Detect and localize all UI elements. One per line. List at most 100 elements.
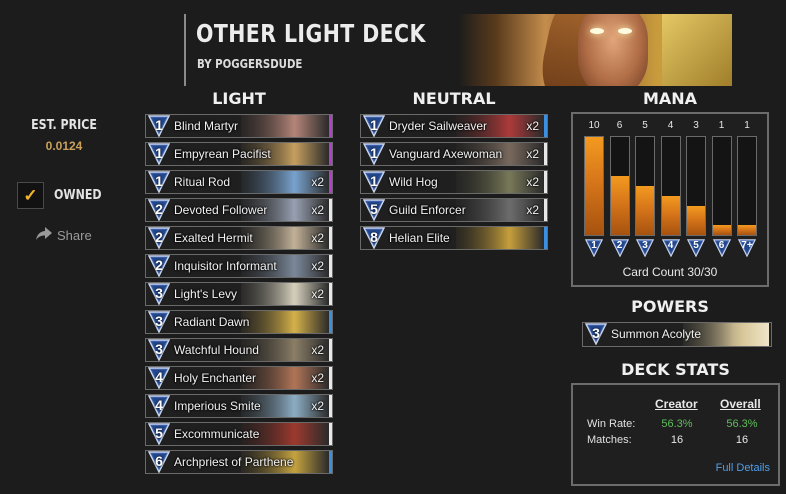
- overall-column-header[interactable]: Overall: [720, 397, 761, 411]
- mana-cost-gem-icon: 1: [584, 239, 604, 258]
- rarity-stripe: [544, 115, 547, 137]
- mana-cost-gem-icon: 1: [363, 115, 385, 137]
- card-row[interactable]: 4 Holy Enchanter x2: [145, 366, 333, 390]
- card-name: Vanguard Axewoman: [389, 147, 503, 161]
- creator-column-header[interactable]: Creator: [655, 397, 698, 411]
- card-name: Inquisitor Informant: [174, 259, 277, 273]
- mana-bar[interactable]: [737, 136, 757, 236]
- card-name: Holy Enchanter: [174, 371, 257, 385]
- card-cost: 2: [155, 257, 163, 273]
- card-quantity: x2: [311, 203, 324, 217]
- card-row[interactable]: 2 Inquisitor Informant x2: [145, 254, 333, 278]
- light-header: LIGHT: [212, 89, 266, 108]
- mana-bar-fill: [661, 195, 680, 235]
- mana-bar[interactable]: [711, 136, 732, 236]
- share-button[interactable]: Share: [36, 227, 92, 244]
- rarity-stripe: [329, 115, 332, 137]
- mana-cost-gem-icon: 1: [148, 115, 170, 137]
- mana-count-label: 1: [744, 120, 750, 131]
- card-quantity: x2: [311, 371, 324, 385]
- card-cost: 4: [155, 369, 163, 385]
- card-name: Devoted Follower: [174, 203, 268, 217]
- card-name: Empyrean Pacifist: [174, 147, 271, 161]
- mana-cost-gem-icon: 2: [148, 227, 170, 249]
- light-card-list: 1 Blind Martyr 1 Empyrean Pacifist 1 Rit…: [145, 114, 333, 478]
- matches-label: Matches:: [587, 434, 632, 446]
- card-row[interactable]: 3 Light's Levy x2: [145, 282, 333, 306]
- rarity-stripe: [329, 171, 332, 193]
- mana-cost-gem-icon: 1: [148, 171, 170, 193]
- deck-author[interactable]: BY POGGERSDUDE: [197, 57, 303, 71]
- mana-bar[interactable]: [686, 136, 706, 236]
- card-row[interactable]: 8 Helian Elite: [360, 226, 548, 250]
- mana-cost-gem-icon: 2: [610, 239, 630, 258]
- mana-bar[interactable]: [635, 136, 655, 236]
- card-row[interactable]: 5 Excommunicate: [145, 422, 333, 446]
- powers-header: POWERS: [631, 297, 709, 316]
- card-quantity: x2: [311, 399, 324, 413]
- owned-checkbox[interactable]: ✓: [17, 182, 44, 209]
- mana-cost-gem-icon: 8: [363, 227, 385, 249]
- card-row[interactable]: 5 Guild Enforcer x2: [360, 198, 548, 222]
- card-row[interactable]: 3 Radiant Dawn: [145, 310, 333, 334]
- rarity-stripe: [329, 311, 332, 333]
- power-card[interactable]: 3 Summon Acolyte: [582, 322, 772, 347]
- rarity-stripe: [329, 143, 332, 165]
- card-quantity: x2: [311, 259, 324, 273]
- mana-cost-gem-icon: 7+: [737, 239, 757, 258]
- rarity-stripe: [329, 255, 332, 277]
- mana-cost-gem-icon: 2: [148, 255, 170, 277]
- full-details-link[interactable]: Full Details: [715, 462, 770, 474]
- owned-toggle[interactable]: ✓ OWNED: [17, 182, 110, 209]
- card-row[interactable]: 1 Vanguard Axewoman x2: [360, 142, 548, 166]
- neutral-card-list: 1 Dryder Sailweaver x2 1 Vanguard Axewom…: [360, 114, 548, 254]
- rarity-stripe: [544, 143, 547, 165]
- mana-cost-gem-icon: 1: [363, 171, 385, 193]
- card-cost: 8: [370, 229, 378, 245]
- card-quantity: x2: [311, 175, 324, 189]
- card-row[interactable]: 1 Blind Martyr: [145, 114, 333, 138]
- mana-cost-gem-icon: 4: [148, 367, 170, 389]
- mana-count-label: 5: [642, 120, 648, 131]
- mana-bar-fill: [610, 176, 629, 235]
- card-quantity: x2: [311, 287, 324, 301]
- card-row[interactable]: 3 Watchful Hound x2: [145, 338, 333, 362]
- mana-cost-gem-icon: 3: [148, 339, 170, 361]
- mana-bar[interactable]: [584, 136, 604, 236]
- deck-title: OTHER LIGHT DECK: [196, 19, 426, 48]
- rarity-stripe: [329, 395, 332, 417]
- card-name: Radiant Dawn: [174, 315, 250, 329]
- rarity-stripe: [329, 451, 332, 473]
- card-name: Wild Hog: [389, 175, 438, 189]
- creator-win-rate: 56.3%: [661, 418, 693, 430]
- card-row[interactable]: 4 Imperious Smite x2: [145, 394, 333, 418]
- card-row[interactable]: 2 Exalted Hermit x2: [145, 226, 333, 250]
- mana-bar-fill: [712, 225, 731, 235]
- mana-bar[interactable]: [660, 136, 681, 236]
- card-quantity: x2: [526, 119, 539, 133]
- card-name: Helian Elite: [389, 231, 450, 245]
- card-row[interactable]: 1 Wild Hog x2: [360, 170, 548, 194]
- card-row[interactable]: 1 Empyrean Pacifist: [145, 142, 333, 166]
- rarity-stripe: [329, 367, 332, 389]
- mana-cost-gem-icon: 3: [585, 323, 607, 345]
- card-name: Dryder Sailweaver: [389, 119, 488, 133]
- card-name: Watchful Hound: [174, 343, 259, 357]
- card-cost: 2: [155, 201, 163, 217]
- mana-cost-gem-icon: 5: [686, 239, 706, 258]
- win-rate-label: Win Rate:: [587, 418, 636, 430]
- mana-cost-gem-icon: 3: [635, 239, 655, 258]
- mana-cost-gem-icon: 6: [712, 239, 732, 258]
- card-quantity: x2: [311, 231, 324, 245]
- neutral-header: NEUTRAL: [412, 89, 496, 108]
- card-cost: 1: [370, 173, 378, 189]
- deck-header: OTHER LIGHT DECK BY POGGERSDUDE: [184, 14, 732, 86]
- mana-count-label: 1: [718, 120, 725, 131]
- mana-bar[interactable]: [609, 136, 630, 236]
- card-row[interactable]: 1 Ritual Rod x2: [145, 170, 333, 194]
- card-row[interactable]: 6 Archpriest of Parthene: [145, 450, 333, 474]
- card-row[interactable]: 2 Devoted Follower x2: [145, 198, 333, 222]
- card-row[interactable]: 1 Dryder Sailweaver x2: [360, 114, 548, 138]
- mana-count-label: 3: [693, 120, 699, 131]
